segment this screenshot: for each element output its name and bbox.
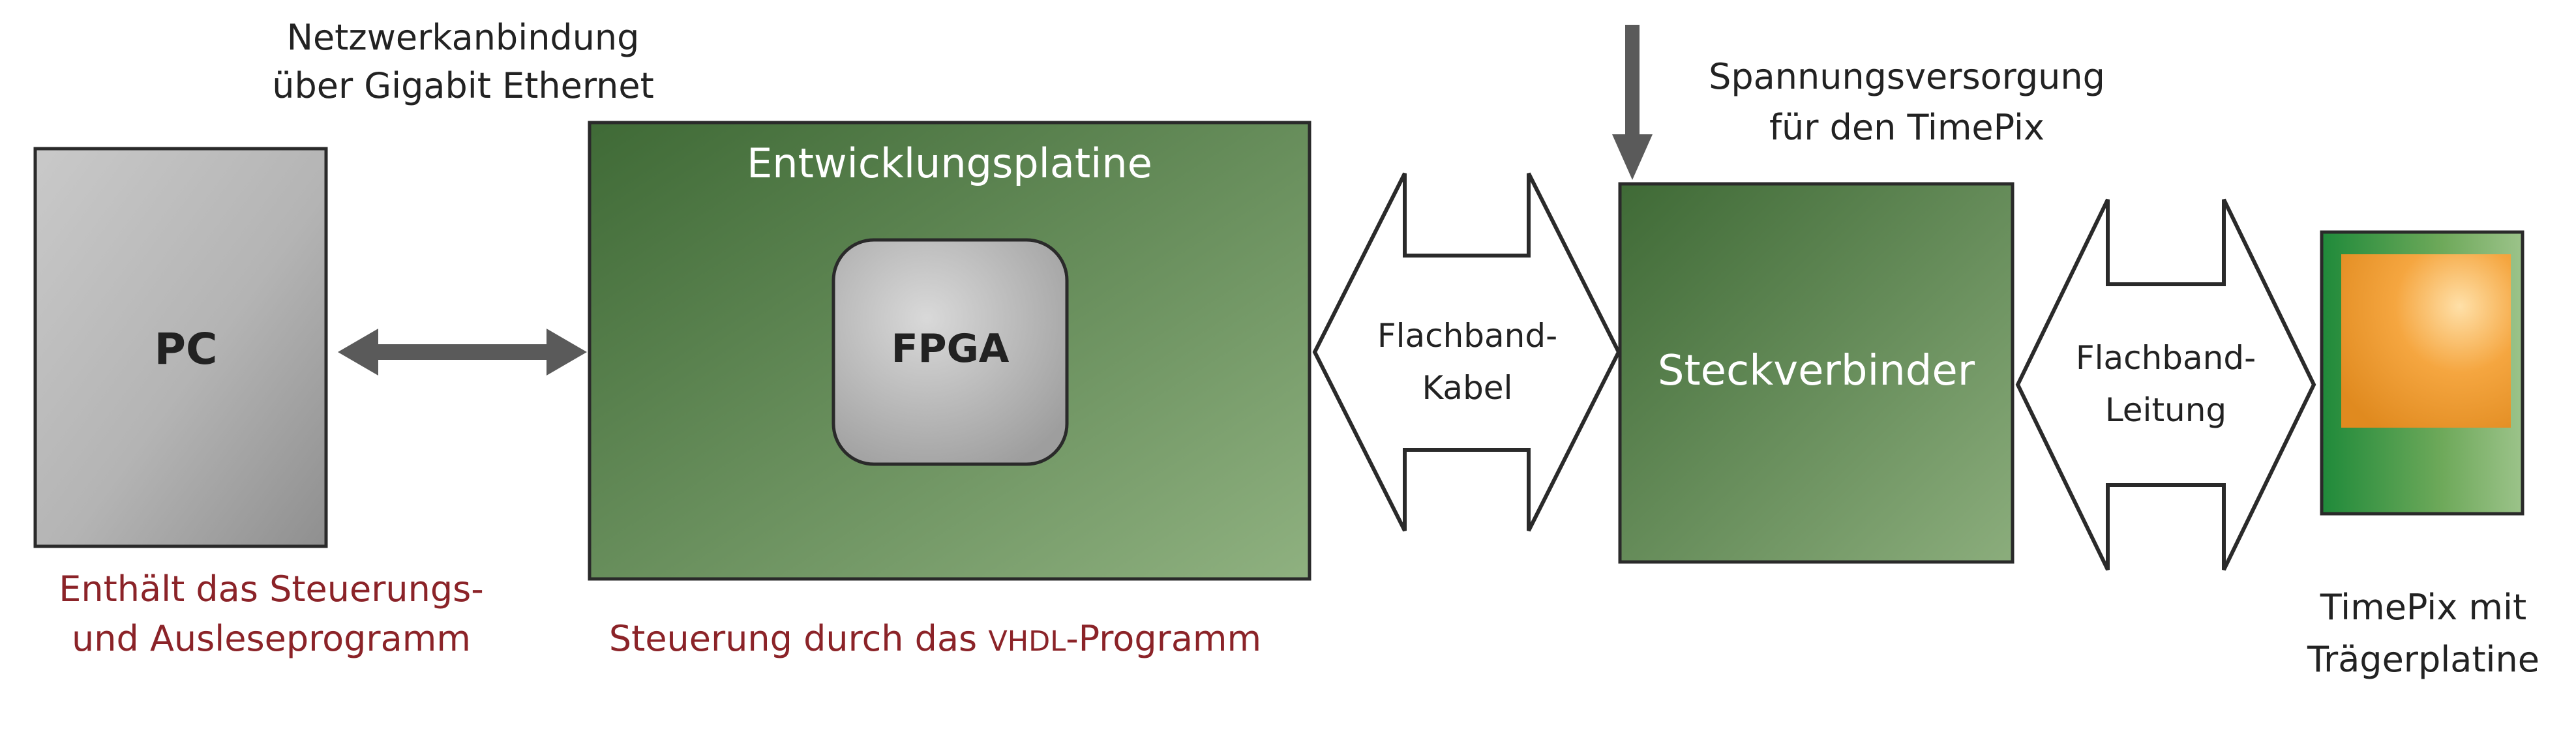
pc-caption-line1: Enthält das Steuerungs- [59, 568, 484, 610]
ribbon-cable-arrow: Flachband- Kabel [1312, 172, 1621, 532]
timepix-label-line1: TimePix mit [2320, 587, 2526, 628]
cable-label-line1: Flachband- [1377, 317, 1557, 355]
power-label-line2: für den TimePix [1769, 107, 2044, 148]
power-label-line1: Spannungsversorgung [1709, 56, 2105, 97]
pc-caption-line2: und Ausleseprogramm [72, 618, 471, 659]
timepix-label-line2: Trägerplatine [2307, 639, 2539, 680]
fpga-label: FPGA [891, 326, 1010, 372]
connector-label: Steckverbinder [1658, 347, 1975, 395]
network-label-line2: über Gigabit Ethernet [272, 65, 654, 106]
timepix-carrier-board [2320, 230, 2524, 516]
cable-label-line2: Kabel [1422, 369, 1513, 407]
lead-label-line2: Leitung [2105, 391, 2226, 429]
fpga-chip: FPGA [831, 238, 1069, 466]
board-title: Entwicklungsplatine [747, 140, 1152, 187]
connector-block: Steckverbinder [1618, 182, 2014, 564]
timepix-chip [2341, 254, 2511, 428]
power-supply-arrow [1612, 25, 1653, 180]
network-label-line1: Netzwerkanbindung [287, 17, 640, 58]
pc-block: PC [33, 147, 328, 548]
development-board: Entwicklungsplatine FPGA [588, 121, 1311, 581]
pc-label: PC [155, 324, 218, 374]
ribbon-lead-arrow: Flachband- Leitung [2015, 198, 2316, 571]
board-caption: Steuerung durch das VHDL-Programm [609, 618, 1261, 659]
ethernet-arrow [338, 329, 587, 376]
lead-label-line1: Flachband- [2076, 339, 2256, 377]
